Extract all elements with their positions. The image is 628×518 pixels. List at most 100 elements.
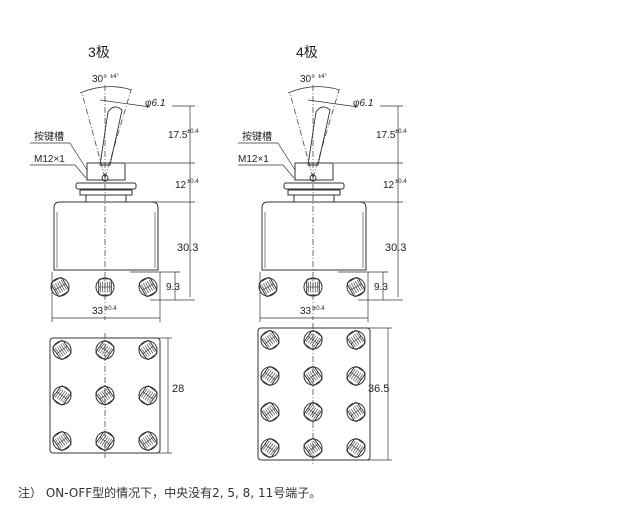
- dim-bushing: 12: [175, 180, 187, 191]
- terminal-screw: [346, 402, 366, 422]
- switch-body: [53, 201, 159, 271]
- dim-terminal: 9.3: [374, 282, 388, 293]
- terminal: [260, 366, 280, 386]
- terminal-screw: [346, 366, 366, 386]
- view-4-pole: 4极 30° ±4° φ6.1 按键槽 M12×1 17.5 ±0.4 12 ±…: [238, 44, 407, 395]
- diameter-label: φ6.1: [145, 98, 165, 109]
- terminal-screw: [52, 340, 72, 360]
- bottom-view-outline: [257, 327, 371, 461]
- terminal-slot: [142, 391, 154, 400]
- lever-limit-left: [289, 92, 314, 179]
- terminal-screw: [138, 277, 158, 297]
- terminal: [260, 330, 280, 350]
- terminal-slot: [142, 437, 154, 445]
- terminal-slot: [264, 408, 276, 416]
- terminal-slot: [54, 283, 66, 291]
- terminal-slot: [56, 391, 68, 400]
- dim-bushing: 12: [383, 180, 395, 191]
- nut-lower: [293, 194, 335, 203]
- terminal-slot: [350, 444, 362, 452]
- terminal-slot: [264, 372, 276, 380]
- terminal-screw: [303, 277, 323, 297]
- terminal: [95, 431, 115, 451]
- terminal: [346, 402, 366, 422]
- angle-tolerance: ±4°: [318, 74, 328, 80]
- terminal-screw: [138, 431, 158, 451]
- bushing: [294, 162, 334, 181]
- terminal-screw: [346, 330, 366, 350]
- terminal-screw: [303, 330, 323, 350]
- dim-lever-tol: ±0.4: [395, 129, 407, 135]
- nut-lower: [85, 194, 127, 203]
- terminal: [52, 385, 72, 406]
- terminal: [258, 277, 278, 297]
- terminal-slot: [56, 437, 68, 445]
- terminal: [346, 330, 366, 350]
- angle-arc: [287, 86, 341, 94]
- thread-label: M12×1: [34, 154, 65, 165]
- dim-depth: 36.5: [368, 383, 389, 395]
- dim-depth: 28: [172, 383, 184, 395]
- terminal-screw: [260, 438, 280, 458]
- terminal-slot: [99, 391, 111, 400]
- pivot: [309, 174, 317, 182]
- terminal-slot: [350, 372, 362, 380]
- terminal-slot: [350, 408, 362, 416]
- dim-bushing-tol: ±0.4: [395, 179, 407, 185]
- terminal-screw: [303, 402, 323, 422]
- angle-tolerance: ±4°: [110, 74, 120, 80]
- keyway-leader: [277, 142, 296, 171]
- toggle-lever: [99, 106, 123, 166]
- terminal: [50, 277, 70, 297]
- terminal-screw: [346, 277, 366, 297]
- terminal-screw: [95, 277, 115, 297]
- thread-leader: [282, 164, 295, 179]
- terminal: [346, 277, 366, 297]
- terminal: [95, 277, 115, 297]
- terminal: [346, 366, 366, 386]
- terminal-slot: [142, 283, 154, 291]
- view-title: 4极: [296, 44, 318, 60]
- terminal: [138, 340, 158, 360]
- dim-width: 33: [300, 306, 312, 317]
- terminal: [138, 385, 158, 406]
- terminal: [260, 438, 280, 458]
- terminal-screw: [52, 431, 72, 451]
- lever-limit-left: [81, 92, 106, 179]
- terminal-slot: [350, 283, 362, 291]
- footnote: 注） ON-OFF型的情况下，中央没有2, 5, 8, 11号端子。: [18, 486, 322, 500]
- diameter-label: φ6.1: [353, 98, 373, 109]
- angle-label: 30°: [92, 74, 107, 85]
- terminal: [138, 431, 158, 451]
- terminal: [52, 431, 72, 451]
- view-geometry: [30, 85, 195, 458]
- terminal-screw: [52, 386, 72, 405]
- terminal-screw: [95, 340, 115, 360]
- keyway-label: 按键槽: [242, 130, 272, 143]
- terminal-slot: [350, 336, 362, 344]
- terminal: [303, 277, 323, 297]
- pivot: [101, 174, 109, 182]
- view-title: 3极: [88, 44, 110, 60]
- terminal: [260, 402, 280, 422]
- angle-arc: [79, 86, 133, 94]
- diameter-leader: [99, 99, 151, 108]
- diameter-leader: [307, 99, 359, 108]
- terminal-screw: [138, 386, 158, 405]
- dim-bushing-tol: ±0.4: [187, 179, 199, 185]
- dim-terminal: 9.3: [166, 282, 180, 293]
- angle-label: 30°: [300, 74, 315, 85]
- view-3-pole: 3极 30° ±4° φ6.1 按键槽 M12×1 17.5 ±0.4 12 ±…: [34, 44, 199, 395]
- dim-lever: 17.5: [168, 130, 188, 141]
- nut: [283, 182, 345, 190]
- terminal-screw: [303, 366, 323, 386]
- terminal-body: [98, 278, 112, 296]
- terminal: [52, 340, 72, 360]
- terminal-screw: [303, 438, 323, 458]
- dim-width-tol: ±0.4: [313, 306, 325, 312]
- terminal-screw: [95, 431, 115, 451]
- keyway-leader: [69, 142, 88, 171]
- keyway-label: 按键槽: [34, 130, 64, 143]
- washer: [79, 189, 133, 196]
- terminal-screw: [346, 438, 366, 458]
